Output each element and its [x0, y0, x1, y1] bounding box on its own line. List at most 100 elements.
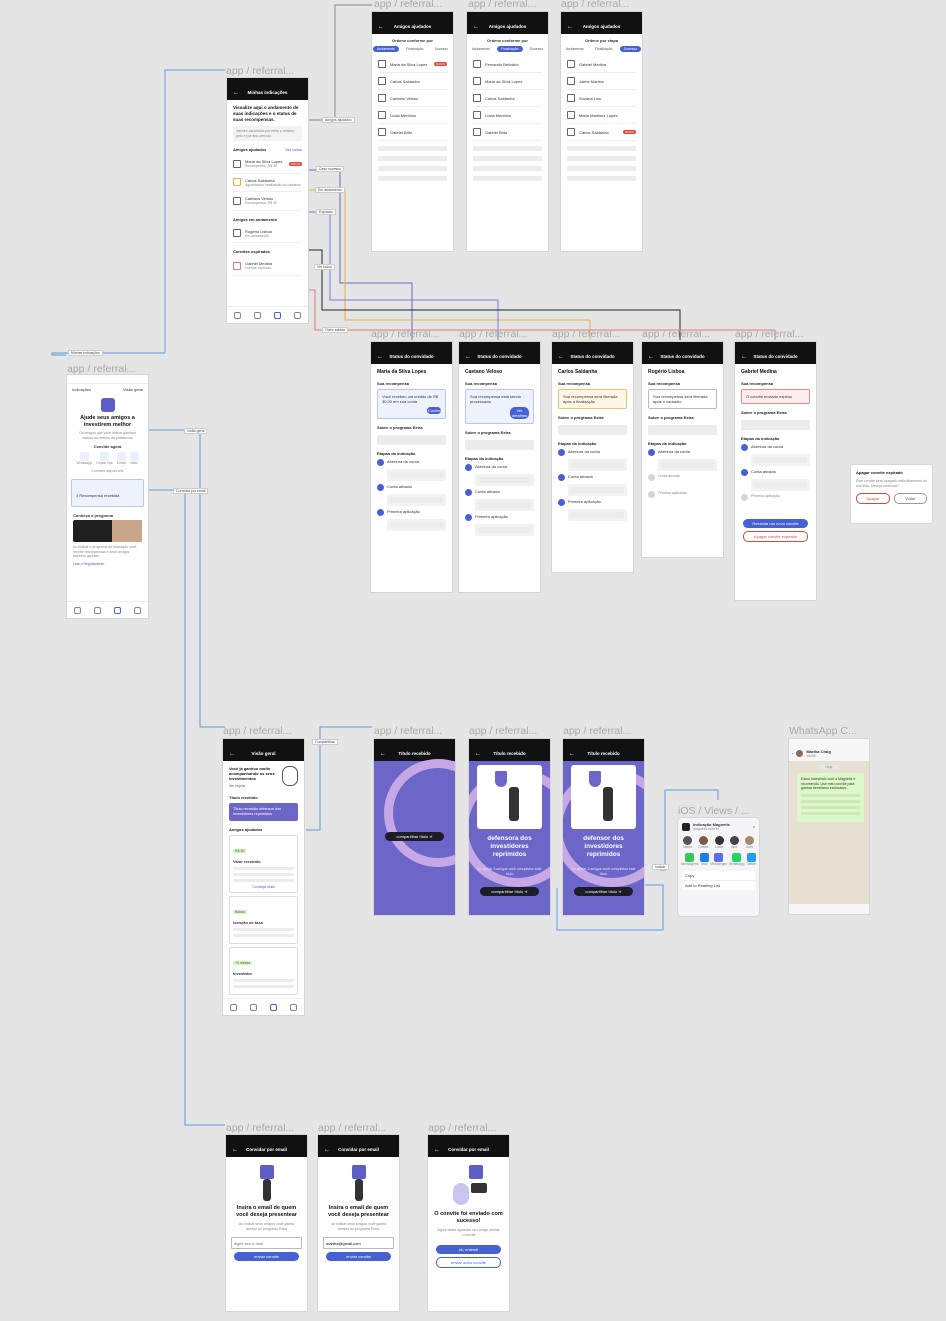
- home-icon[interactable]: [73, 606, 81, 614]
- email-input[interactable]: [323, 1237, 394, 1249]
- shield-illustration: [571, 765, 636, 829]
- ver-regras-link[interactable]: Ver regras: [229, 784, 246, 788]
- apagar-convite-button[interactable]: Apagar convite expirado: [743, 531, 808, 542]
- contact-item[interactable]: Maria: [683, 835, 693, 850]
- wire-share-ios: [556, 884, 664, 931]
- ver-detalhes-button[interactable]: Ver detalhes: [510, 407, 529, 419]
- regulamento-link[interactable]: Leia o Regulamento: [73, 561, 105, 566]
- more-share-button[interactable]: Mais: [129, 452, 139, 466]
- gear-icon[interactable]: [134, 606, 142, 614]
- wire-chip-compartilhar: Compartilhar: [312, 739, 339, 745]
- email-input[interactable]: [231, 1237, 302, 1249]
- contact-item[interactable]: Carlos: [698, 835, 708, 850]
- enviar-convite-button[interactable]: enviar convite: [234, 1252, 299, 1261]
- list-item[interactable]: Gabriel Brito: [473, 124, 542, 141]
- messenger-app-icon[interactable]: Messenger: [710, 853, 727, 867]
- success-illustration: [449, 1165, 489, 1207]
- gear-icon[interactable]: [294, 311, 302, 319]
- wallet-icon[interactable]: [93, 606, 101, 614]
- tab-visao-geral[interactable]: Visão geral: [123, 387, 143, 392]
- tab-sucesso[interactable]: Sucesso: [529, 47, 544, 51]
- contact-item[interactable]: João: [744, 835, 754, 850]
- message-input[interactable]: [789, 904, 869, 914]
- tab-finalizacao[interactable]: Finalização: [405, 47, 424, 51]
- messages-app-icon[interactable]: Mensagens: [681, 853, 699, 867]
- ver-todos-link[interactable]: Ver todos: [285, 147, 302, 152]
- screen-convidar-email-1: ←Convidar por email Insira o email de qu…: [226, 1135, 307, 1311]
- frame-label-detail4: app / referral...: [642, 328, 711, 340]
- email-share-button[interactable]: Email: [116, 452, 126, 466]
- close-icon[interactable]: ×: [752, 824, 755, 830]
- amigo-card[interactable]: Bônus Isenção de taxa: [229, 896, 298, 944]
- titulo-card[interactable]: Título recebido defensor dos investidore…: [229, 802, 298, 821]
- list-item[interactable]: Maria da Silva Lopes: [473, 73, 542, 90]
- list-item[interactable]: Caetano Veloso: [378, 90, 447, 107]
- contact-item[interactable]: Ana: [729, 835, 739, 850]
- gift-icon[interactable]: [270, 1003, 278, 1011]
- enviar-outro-convite-button[interactable]: enviar outro convite: [436, 1257, 501, 1268]
- compartilhar-titulo-button[interactable]: compartilhar título ⋖: [480, 887, 539, 896]
- dialog-confirm-button[interactable]: Apagar: [856, 493, 890, 504]
- program-video-card[interactable]: [73, 520, 142, 542]
- wallet-icon[interactable]: [249, 1003, 257, 1011]
- whatsapp-app-icon[interactable]: WhatsApp: [729, 853, 745, 867]
- enviar-convite-button[interactable]: enviar convite: [326, 1252, 391, 1261]
- back-icon[interactable]: ‹: [792, 751, 794, 757]
- list-item[interactable]: Lúcia Menthos: [473, 107, 542, 124]
- list-item[interactable]: Jaime Martins: [567, 73, 636, 90]
- list-item[interactable]: Maria Martinez Lopes: [567, 107, 636, 124]
- share-icon: ⋖: [524, 889, 528, 894]
- tab-sucesso[interactable]: Sucesso: [434, 47, 449, 51]
- list-item[interactable]: Lúcia Menthos: [378, 107, 447, 124]
- tab-andamento[interactable]: Andamento: [372, 46, 399, 52]
- list-item[interactable]: Gabriel Medina: [567, 56, 636, 73]
- conheca-mais-link[interactable]: Conheça mais: [252, 884, 275, 889]
- copy-link-button[interactable]: Copiar link: [96, 452, 113, 466]
- contact-item[interactable]: Lúcia: [714, 835, 724, 850]
- wallet-icon[interactable]: [253, 311, 261, 319]
- copy-action[interactable]: Copy: [682, 871, 755, 881]
- tab-andamento[interactable]: Andamento: [471, 47, 490, 51]
- conferir-button[interactable]: Conferir: [427, 407, 443, 414]
- wire-home-to-indicacoes: [164, 69, 225, 353]
- amigo-card[interactable]: R$ 30 Valor recebido Conheça mais: [229, 834, 298, 893]
- twitter-app-icon[interactable]: Twitter: [746, 853, 756, 867]
- gift-icon[interactable]: [114, 606, 122, 614]
- list-item[interactable]: Suzana Lins: [567, 90, 636, 107]
- mail-app-icon[interactable]: Mail: [699, 853, 709, 867]
- gear-icon[interactable]: [290, 1003, 298, 1011]
- list-item[interactable]: Carlos Saldanha: [378, 73, 447, 90]
- reenviar-convite-button[interactable]: Reenviar um novo convite: [743, 519, 808, 528]
- gift-icon[interactable]: [274, 311, 282, 319]
- step-pending-icon: [741, 494, 748, 501]
- list-item[interactable]: Fernando Belizário: [473, 56, 542, 73]
- reading-list-action[interactable]: Add to Reading List: [685, 882, 720, 888]
- compartilhar-titulo-button[interactable]: compartilhar título ⋖: [385, 832, 444, 841]
- recompensa-card[interactable]: 1 Recompensa recebida: [71, 479, 144, 507]
- ok-entendi-button[interactable]: ok, entendi: [436, 1245, 501, 1254]
- list-item[interactable]: Gabriel Brito: [378, 124, 447, 141]
- tab-sucesso[interactable]: Sucesso: [619, 46, 642, 52]
- tab-andamento[interactable]: Andamento: [565, 47, 584, 51]
- home-icon[interactable]: [233, 311, 241, 319]
- step-done-icon: [558, 474, 565, 481]
- tab-finalizacao[interactable]: Finalização: [594, 47, 613, 51]
- frame-label-email2: app / referral...: [318, 1122, 387, 1134]
- amigo-card[interactable]: +3 meses Investidor: [229, 947, 298, 995]
- home-icon[interactable]: [229, 1003, 237, 1011]
- dialog-cancel-button[interactable]: Voltar: [893, 493, 927, 504]
- whatsapp-share-button[interactable]: Whatsapp: [76, 452, 92, 466]
- tab-finalizacao[interactable]: Finalização: [496, 46, 523, 52]
- frame-label-share3: app / referral...: [563, 725, 632, 737]
- list-item[interactable]: Carlos Saldanha: [473, 90, 542, 107]
- compartilhar-titulo-button[interactable]: compartilhar título ⋖: [574, 887, 633, 896]
- screen-home: Indicações Visão geral Ajude seus amigos…: [67, 375, 148, 618]
- tab-indicacoes[interactable]: Indicações: [72, 387, 92, 392]
